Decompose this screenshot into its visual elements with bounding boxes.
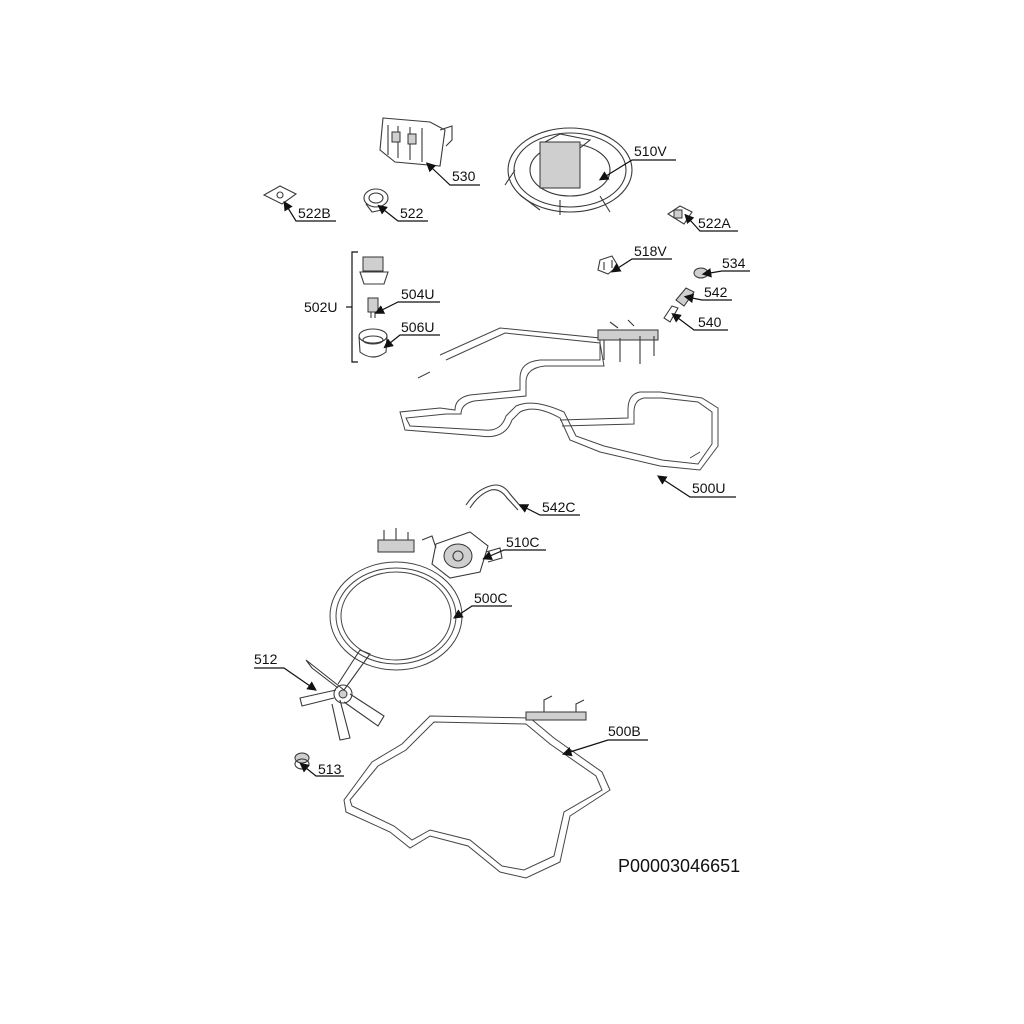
label-534: 534: [722, 255, 746, 271]
leader-534: [701, 268, 750, 278]
label-522B: 522B: [298, 205, 331, 221]
part-540-seal: [663, 305, 679, 323]
leader-500U: [656, 475, 736, 498]
leader-512: [254, 667, 317, 691]
part-500U-grill-element: [399, 319, 719, 471]
label-500B: 500B: [608, 723, 641, 739]
leader-504U: [374, 301, 440, 314]
leader-506U: [383, 334, 440, 349]
part-510V-fan-assembly: [504, 127, 633, 215]
leader-542: [683, 293, 732, 303]
label-500C: 500C: [474, 590, 507, 606]
part-513-nut: [294, 752, 310, 770]
part-500B-bottom-element: [343, 695, 611, 879]
leader-518V: [610, 258, 672, 273]
part-512-fan-blade: [299, 649, 385, 741]
part-522-lamp-holder: [363, 188, 389, 213]
leader-500B: [561, 739, 648, 757]
label-502U: 502U: [304, 299, 337, 315]
part-542-lamp-glass: [675, 287, 695, 307]
leader-542C: [518, 504, 580, 516]
leader-513: [299, 762, 344, 777]
part-522A-bracket: [666, 205, 693, 225]
part-502U-bracket-group: [346, 251, 389, 363]
label-500U: 500U: [692, 480, 725, 496]
leader-522B: [283, 200, 336, 222]
label-540: 540: [698, 314, 722, 330]
part-522B-bracket: [262, 185, 298, 205]
label-510C: 510C: [506, 534, 539, 550]
label-504U: 504U: [401, 286, 434, 302]
label-512: 512: [254, 651, 278, 667]
document-number: P00003046651: [618, 856, 740, 876]
label-518V: 518V: [634, 243, 667, 259]
leader-540: [671, 312, 728, 331]
leader-530: [425, 162, 480, 186]
leader-522A: [684, 213, 738, 232]
part-500C-circular-element: [329, 528, 463, 671]
label-542C: 542C: [542, 499, 575, 515]
part-510C-fan-motor: [431, 531, 503, 579]
label-506U: 506U: [401, 319, 434, 335]
label-522: 522: [400, 205, 424, 221]
label-510V: 510V: [634, 143, 667, 159]
part-542C-clip: [465, 484, 523, 511]
label-522A: 522A: [698, 215, 731, 231]
label-530: 530: [452, 168, 476, 184]
leader-510V: [598, 159, 676, 181]
part-534-lamp-glass: [693, 267, 709, 279]
leader-500C: [453, 605, 512, 619]
label-513: 513: [318, 761, 342, 777]
leader-510C: [482, 549, 546, 560]
part-530-terminal-block: [379, 117, 453, 167]
label-542: 542: [704, 284, 728, 300]
leader-522: [377, 204, 428, 222]
part-518V-sensor: [597, 255, 619, 275]
